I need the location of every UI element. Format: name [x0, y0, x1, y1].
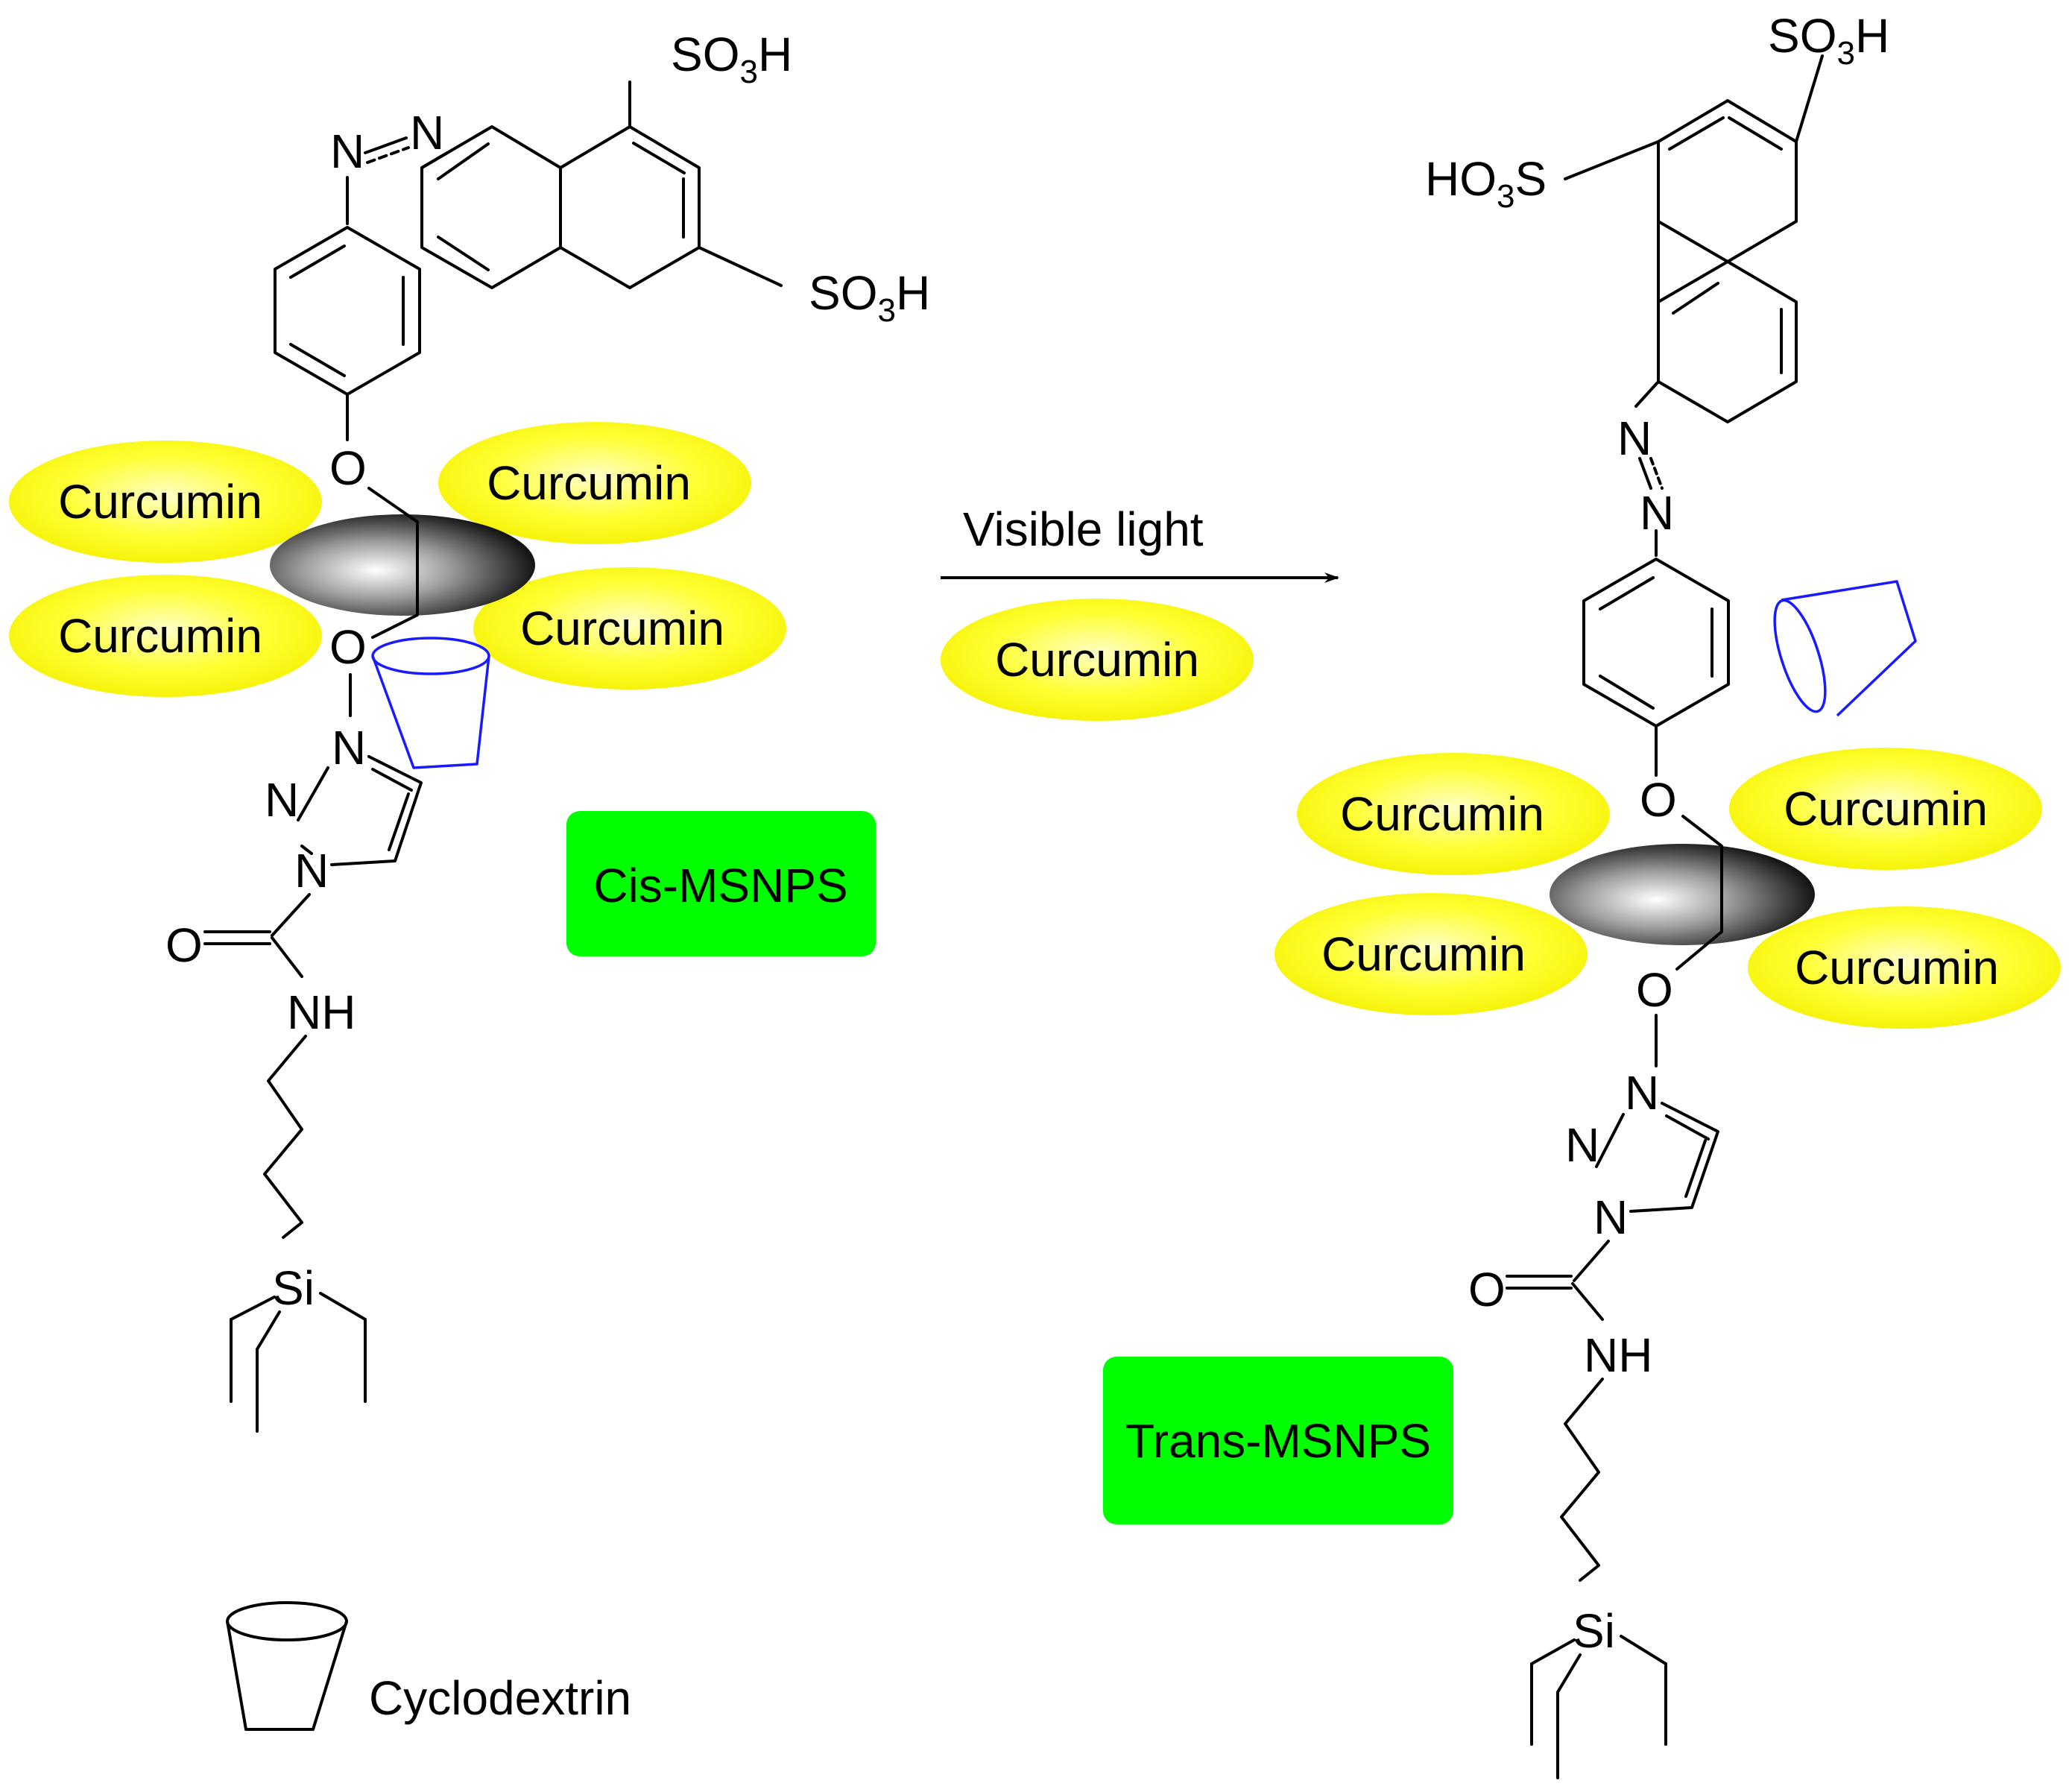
right-benzene	[1582, 558, 1730, 777]
left-benzene	[274, 226, 421, 441]
released-curcumin-blob	[941, 599, 1254, 721]
curcumin-blob	[1274, 893, 1588, 1015]
right-oxygen-lower: O	[1636, 963, 1673, 1017]
left-triazole-chain: N N N O NH Si	[165, 721, 423, 1433]
cis-molecule: SO3H SO3H N N	[274, 28, 930, 441]
curcumin-blob	[9, 441, 322, 563]
curcumin-label: Curcumin	[58, 609, 262, 663]
right-triazole-n2: N	[1565, 1118, 1599, 1172]
curcumin-blob	[1729, 748, 2042, 870]
left-azo-n2: N	[330, 124, 364, 178]
cis-state-badge: Cis-MSNPS	[566, 811, 876, 956]
right-azo-n1: N	[1617, 411, 1652, 465]
left-amine: NH	[287, 985, 356, 1039]
curcumin-label: Curcumin	[1795, 941, 1999, 994]
right-carbonyl-o: O	[1468, 1263, 1506, 1316]
cyclodextrin-legend-icon	[226, 1601, 348, 1731]
curcumin-blob	[1297, 753, 1610, 875]
curcumin-label: Curcumin	[1340, 787, 1544, 841]
left-curcumin-group: Curcumin Curcumin Curcumin Curcumin	[9, 422, 786, 697]
left-naphthalene	[420, 81, 783, 289]
left-so3h-top: SO3H	[671, 28, 792, 90]
right-triazole-n1: N	[1625, 1066, 1659, 1120]
curcumin-label: Curcumin	[520, 602, 724, 655]
trans-molecule: SO3H HO3S N N	[1425, 9, 1889, 777]
left-carbonyl-o: O	[165, 918, 203, 972]
curcumin-blob	[473, 567, 786, 690]
left-oxygen-upper: O	[329, 441, 367, 495]
reaction-arrow: Visible light Curcumin	[941, 502, 1339, 721]
right-oxygen-upper: O	[1640, 773, 1677, 827]
nanoparticle	[270, 514, 535, 616]
curcumin-label: Curcumin	[1784, 782, 1988, 836]
left-triazole-n2: N	[265, 773, 299, 827]
left-triazole-n1: N	[332, 721, 366, 774]
right-silicon: Si	[1573, 1604, 1615, 1658]
right-triazole-n3: N	[1593, 1190, 1628, 1244]
trans-state-label: Trans-MSNPS	[1125, 1414, 1431, 1468]
released-curcumin-label: Curcumin	[995, 633, 1199, 687]
nanoparticle	[1550, 844, 1815, 945]
curcumin-blob	[1748, 906, 2061, 1029]
right-curcumin-group: Curcumin Curcumin Curcumin Curcumin	[1274, 748, 2061, 1029]
right-cyclodextrin-icon	[1773, 580, 1917, 717]
legend-cyclodextrin: Cyclodextrin	[226, 1601, 631, 1731]
curcumin-blob	[438, 422, 751, 544]
left-azo-n1: N	[410, 106, 444, 160]
right-amine: NH	[1584, 1328, 1652, 1382]
trans-state-badge: Trans-MSNPS	[1103, 1357, 1453, 1524]
curcumin-blob	[9, 575, 322, 697]
legend-cyclodextrin-label: Cyclodextrin	[369, 1671, 631, 1725]
curcumin-label: Curcumin	[1321, 927, 1526, 981]
right-triazole-chain: N N N O NH Si	[1468, 1066, 1719, 1779]
left-oxygen-lower: O	[329, 620, 367, 674]
left-nanoparticle-core: O O	[270, 441, 535, 717]
right-so3h-top: SO3H	[1768, 9, 1889, 72]
curcumin-label: Curcumin	[58, 475, 262, 529]
left-so3h-right: SO3H	[809, 266, 930, 329]
curcumin-label: Curcumin	[487, 456, 691, 510]
right-nanoparticle-core: O O	[1550, 773, 1815, 1067]
left-cyclodextrin-icon	[371, 637, 490, 769]
right-so3h-left: HO3S	[1425, 152, 1547, 215]
cis-state-label: Cis-MSNPS	[593, 859, 847, 912]
arrow-label: Visible light	[963, 502, 1204, 556]
right-naphthalene	[1564, 54, 1824, 423]
left-silicon: Si	[272, 1261, 315, 1315]
